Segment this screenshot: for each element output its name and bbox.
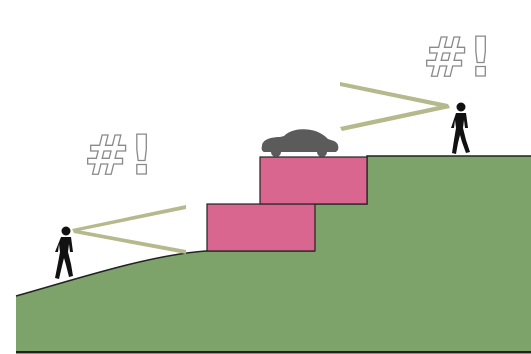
- lower-block: [206, 203, 316, 252]
- left-exclamation: #!: [84, 124, 154, 187]
- right-exclamation: #!: [423, 26, 493, 89]
- right-sight-lines: [340, 82, 450, 131]
- walking-person-icon: [451, 102, 470, 154]
- left-sight-lines: [72, 205, 186, 254]
- upper-block: [259, 156, 368, 205]
- walking-person-icon: [55, 226, 73, 279]
- hill: [16, 156, 531, 354]
- car-icon: [261, 129, 339, 157]
